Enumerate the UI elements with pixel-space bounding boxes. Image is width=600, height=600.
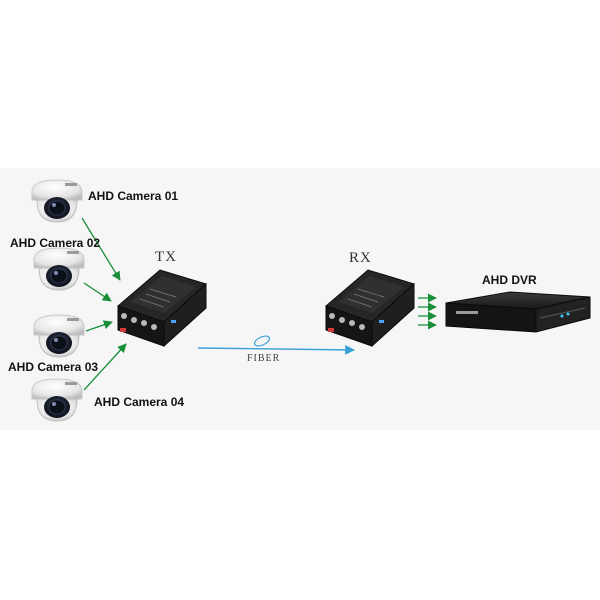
rx-receiver-device [325,269,415,348]
camera-01-label: AHD Camera 01 [88,189,179,203]
fiber-label: FIBER [247,353,281,364]
rx-label: RX [349,250,372,266]
tx-label: TX [155,249,177,265]
camera-02-label: AHD Camera 02 [10,236,101,250]
camera-04-label: AHD Camera 04 [94,395,185,409]
camera-02-to-tx-arrow [83,282,112,302]
dome-camera-icon-03 [33,314,85,358]
fiber-link-line [197,344,355,355]
dvr-recorder-device [445,291,591,333]
dome-camera-icon-01 [31,179,83,223]
fiber-coil-icon [253,335,271,347]
dvr-label: AHD DVR [482,273,537,287]
camera-04-to-tx-arrow [83,343,127,391]
camera-01-to-tx-arrow [81,217,121,281]
dome-camera-icon-02 [33,247,85,291]
tx-transmitter-device [117,269,207,348]
camera-03-to-tx-arrow [85,320,113,332]
dome-camera-icon-04 [31,378,83,422]
camera-03-label: AHD Camera 03 [8,360,99,374]
